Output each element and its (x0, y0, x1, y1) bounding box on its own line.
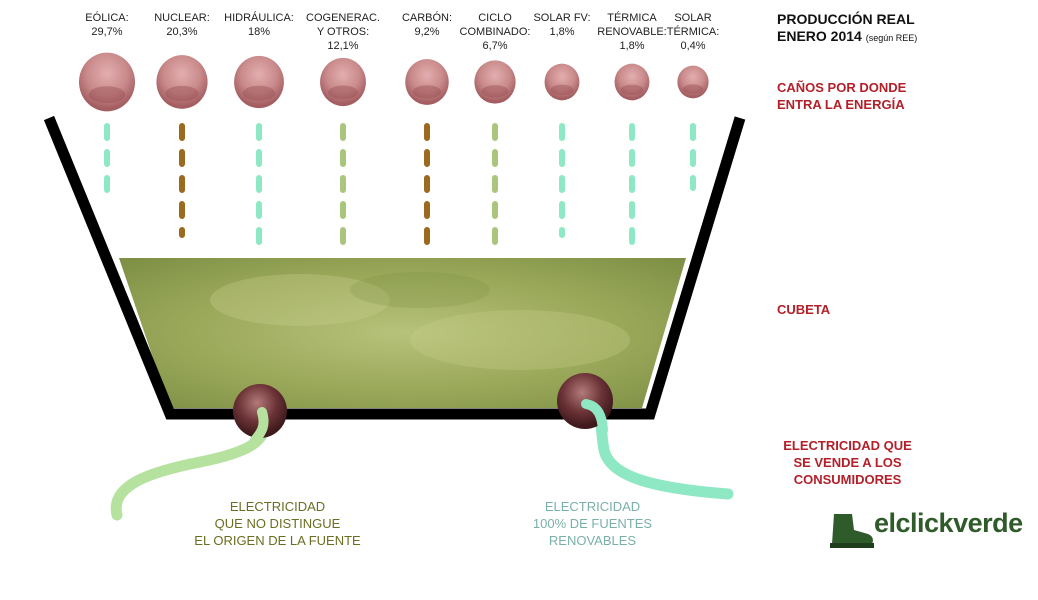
pipe-5 (474, 60, 516, 104)
source-name-8: SOLAR TÉRMICA: (666, 12, 720, 38)
tub-outline (43, 115, 746, 420)
source-name-2: HIDRÁULICA: (224, 12, 294, 24)
source-label-4: CARBÓN: 9,2% (379, 11, 475, 39)
source-name-5: CICLO COMBINADO: (459, 12, 531, 38)
liquid-texture (410, 310, 630, 370)
pipes-label: CAÑOS POR DONDE ENTRA LA ENERGÍA (777, 80, 907, 112)
pipe-shade-6 (550, 84, 574, 96)
source-share-5: 6,7% (482, 40, 508, 52)
title-line2: ENERO 2014 (777, 28, 862, 44)
source-label-0: EÓLICA: 29,7% (59, 11, 155, 39)
source-share-4: 9,2% (414, 26, 440, 38)
brand-name: elclickverde (874, 508, 1023, 538)
pipe-shade-5 (481, 85, 509, 98)
pipes-group (79, 52, 709, 248)
pipe-3 (320, 57, 366, 107)
pipe-shade-2 (242, 85, 276, 101)
source-share-0: 29,7% (91, 26, 123, 38)
source-name-1: NUCLEAR: (154, 12, 210, 24)
source-share-1: 20,3% (166, 26, 198, 38)
source-name-4: CARBÓN: (401, 12, 453, 24)
pipe-7 (614, 63, 650, 101)
tub-liquid (119, 258, 686, 408)
source-label-7: TÉRMICA RENOVABLE: 1,8% (584, 11, 680, 53)
source-share-7: 1,8% (619, 40, 645, 52)
liquid-texture (210, 274, 390, 326)
pipe-0 (79, 52, 135, 112)
pipe-shade-0 (88, 86, 126, 103)
green-outlet-label: ELECTRICIDAD 100% DE FUENTES RENOVABLES (532, 499, 653, 548)
source-label-1: NUCLEAR: 20,3% (134, 11, 230, 39)
pipe-4 (405, 59, 449, 105)
source-name-3: COGENERAC. Y OTROS: (306, 12, 380, 38)
source-name-6: SOLAR FV: (533, 12, 591, 24)
pipe-shade-1 (165, 85, 199, 102)
source-label-6: SOLAR FV: 1,8% (514, 11, 610, 39)
title-block: PRODUCCIÓN REAL ENERO 2014 (según REE) (777, 11, 917, 47)
source-label-5: CICLO COMBINADO: 6,7% (447, 11, 543, 53)
pipe-shade-7 (620, 84, 644, 96)
boot-icon (830, 514, 874, 548)
source-label-3: COGENERAC. Y OTROS: 12,1% (295, 11, 391, 53)
mixed-outlet-label: ELECTRICIDAD QUE NO DISTINGUE EL ORIGEN … (194, 499, 361, 548)
pipe-1 (156, 55, 208, 109)
pipe-shade-3 (328, 85, 358, 100)
tub-label: CUBETA (777, 302, 831, 317)
mixed-hose-start (250, 407, 269, 445)
source-label-2: HIDRÁULICA: 18% (211, 11, 307, 39)
sold-label: ELECTRICIDAD QUE SE VENDE A LOS CONSUMID… (783, 438, 912, 487)
source-name-0: EÓLICA: (85, 12, 129, 24)
pipe-shade-4 (412, 85, 442, 99)
title-note: (según REE) (865, 33, 918, 43)
pipe-8 (677, 65, 709, 99)
pipe-6 (544, 63, 580, 101)
source-share-2: 18% (247, 26, 271, 38)
source-label-8: SOLAR TÉRMICA: 0,4% (645, 11, 741, 53)
source-share-3: 12,1% (327, 40, 359, 52)
source-share-6: 1,8% (549, 26, 575, 38)
title-line1: PRODUCCIÓN REAL (777, 11, 915, 27)
brand-logo: elclickverde (828, 508, 1028, 552)
pipe-shade-8 (682, 84, 704, 94)
pipe-2 (234, 55, 284, 109)
liquid-texture (350, 272, 490, 308)
source-name-7: TÉRMICA RENOVABLE: (597, 12, 667, 38)
green-hose-start (581, 399, 608, 435)
source-share-8: 0,4% (680, 40, 706, 52)
